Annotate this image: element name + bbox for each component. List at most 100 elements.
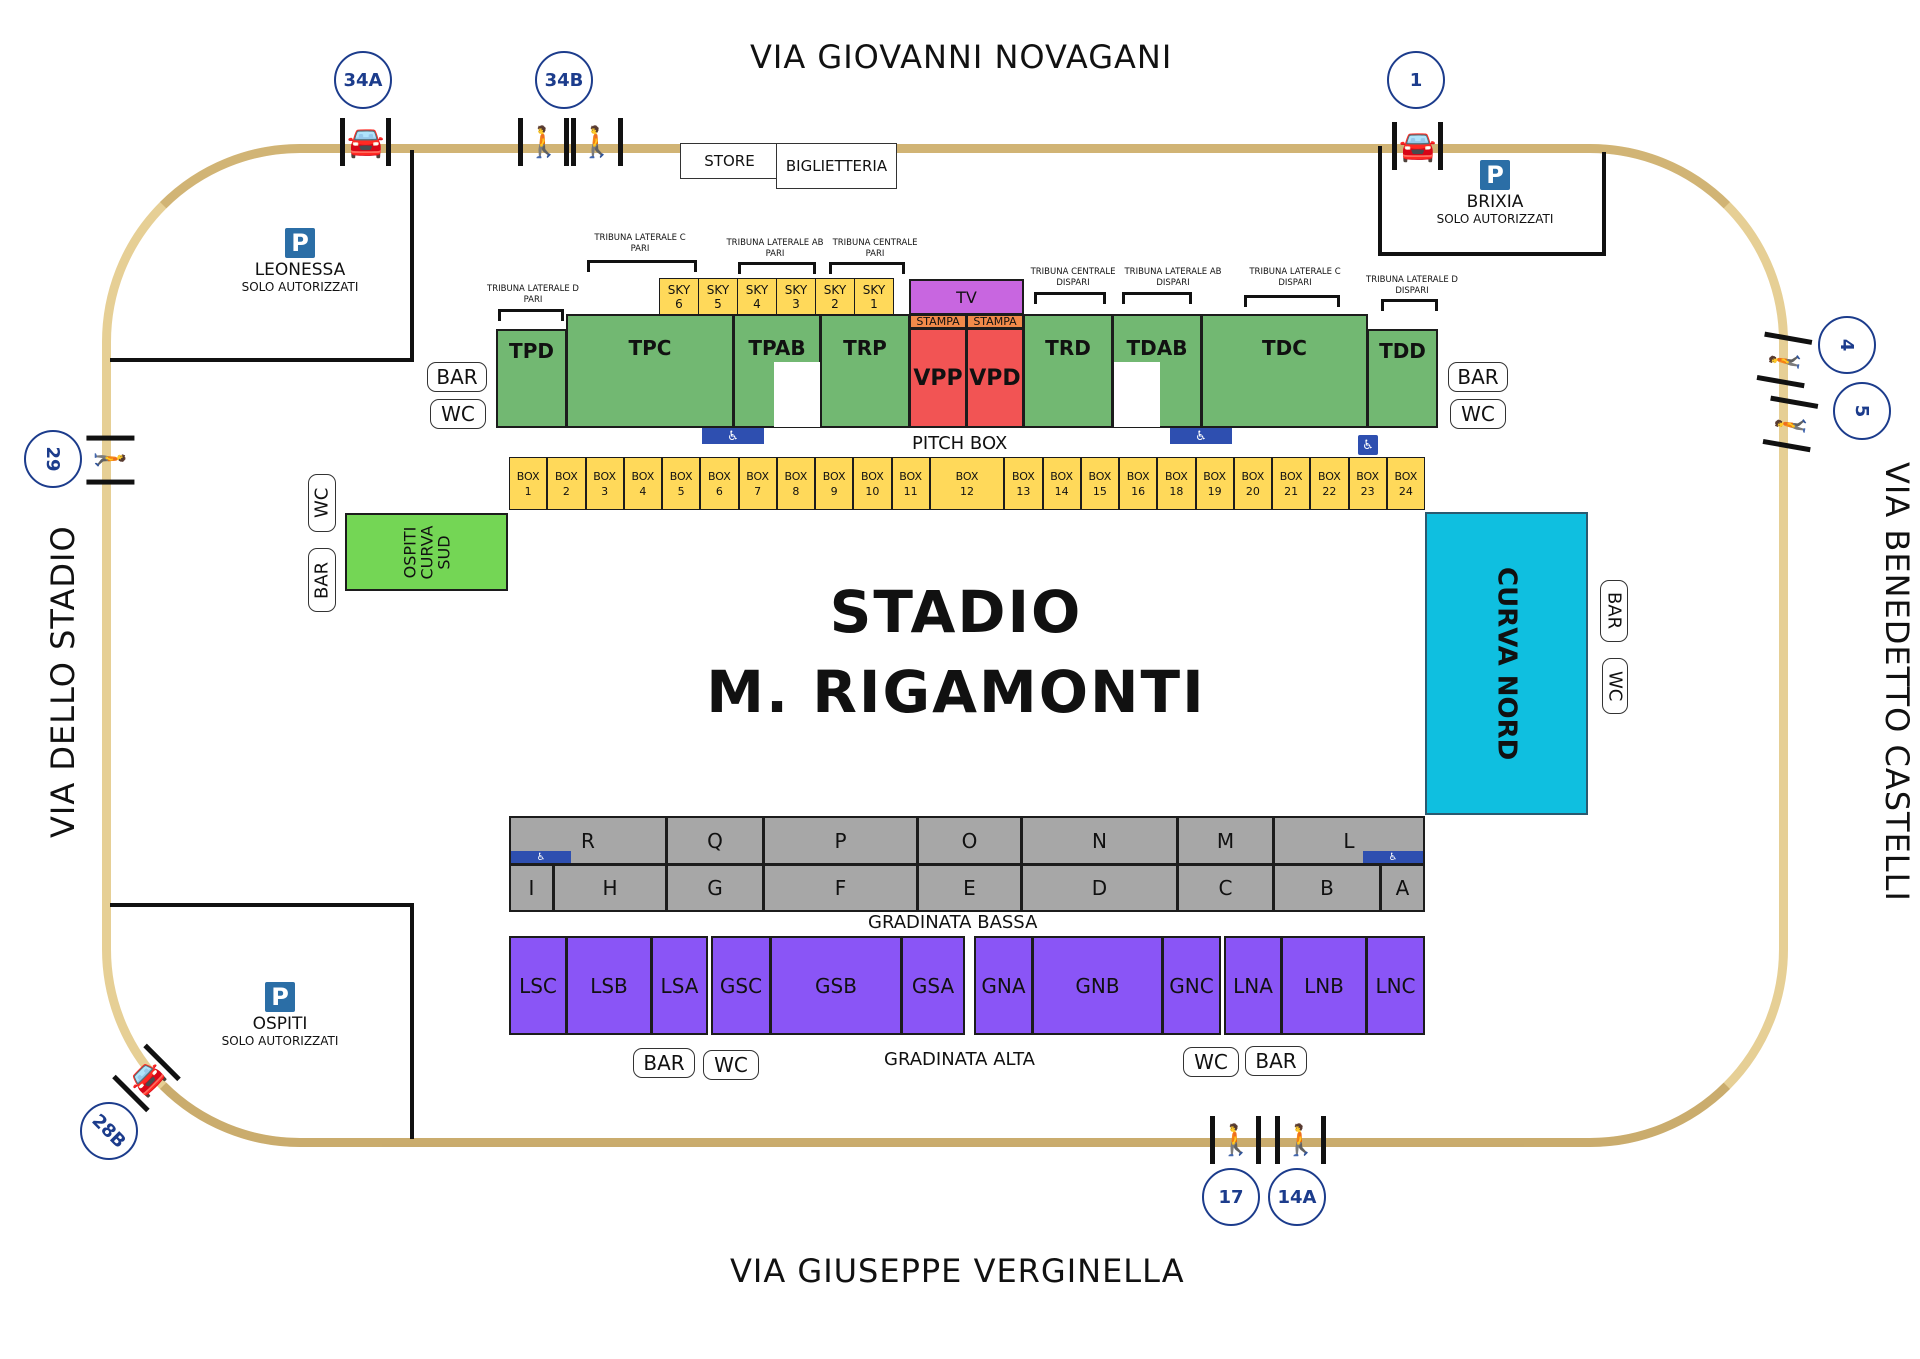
gate-4-badge[interactable]: 4 bbox=[1818, 316, 1876, 374]
sector-m[interactable]: M bbox=[1177, 816, 1274, 865]
wc-east-tribuna[interactable]: WC bbox=[1450, 399, 1506, 429]
sector-e[interactable]: E bbox=[917, 864, 1022, 912]
sector-curva-nord[interactable]: CURVA NORD bbox=[1425, 512, 1588, 815]
sector-b[interactable]: B bbox=[1273, 864, 1381, 912]
gate-34b-badge[interactable]: 34B bbox=[535, 51, 593, 109]
sector-lnb[interactable]: LNB bbox=[1281, 936, 1367, 1035]
sector-q[interactable]: Q bbox=[666, 816, 764, 865]
sector-gsc[interactable]: GSC bbox=[711, 936, 771, 1035]
sector-g[interactable]: G bbox=[666, 864, 764, 912]
bar-west-tribuna[interactable]: BAR bbox=[427, 362, 487, 392]
sector-trp[interactable]: TRP bbox=[820, 314, 910, 428]
sector-lsb[interactable]: LSB bbox=[566, 936, 652, 1035]
sector-tdd[interactable]: TDD bbox=[1367, 329, 1438, 428]
wc-gradinata-north[interactable]: WC bbox=[1183, 1047, 1239, 1077]
sector-d[interactable]: D bbox=[1021, 864, 1178, 912]
sector-tpd[interactable]: TPD bbox=[496, 329, 567, 428]
sector-h[interactable]: H bbox=[553, 864, 667, 912]
sector-gnc[interactable]: GNC bbox=[1162, 936, 1221, 1035]
gate-29-badge[interactable]: 29 bbox=[24, 430, 82, 488]
wc-curva-sud[interactable]: WC bbox=[308, 474, 336, 532]
bar-east-tribuna[interactable]: BAR bbox=[1448, 362, 1508, 392]
gate-17-badge[interactable]: 17 bbox=[1202, 1168, 1260, 1226]
sector-i[interactable]: I bbox=[509, 864, 554, 912]
lot-line-ospiti-h bbox=[110, 903, 414, 907]
parking-leonessa[interactable]: P LEONESSA SOLO AUTORIZZATI bbox=[220, 228, 380, 294]
sector-gnb[interactable]: GNB bbox=[1032, 936, 1163, 1035]
sector-lna[interactable]: LNA bbox=[1224, 936, 1282, 1035]
gate-17-pedestrian-entrance: 🚶 bbox=[1210, 1116, 1262, 1164]
sector-gna[interactable]: GNA bbox=[974, 936, 1033, 1035]
bar-curva-sud[interactable]: BAR bbox=[308, 548, 336, 612]
gate-14a-badge[interactable]: 14A bbox=[1268, 1168, 1326, 1226]
bar-gradinata-south[interactable]: BAR bbox=[633, 1048, 695, 1078]
parking-ospiti[interactable]: P OSPITI SOLO AUTORIZZATI bbox=[200, 982, 360, 1048]
gate-5-badge[interactable]: 5 bbox=[1833, 382, 1891, 440]
sector-gsb[interactable]: GSB bbox=[770, 936, 902, 1035]
sector-c[interactable]: C bbox=[1177, 864, 1274, 912]
sector-r[interactable]: R bbox=[509, 816, 667, 865]
accessible-area-icon: ♿ bbox=[1363, 851, 1423, 863]
wc-west-tribuna[interactable]: WC bbox=[430, 399, 486, 429]
sector-a[interactable]: A bbox=[1380, 864, 1425, 912]
sector-tpc[interactable]: TPC bbox=[566, 314, 734, 428]
sector-f[interactable]: F bbox=[763, 864, 918, 912]
store-building[interactable]: STORE bbox=[680, 143, 779, 179]
sector-p[interactable]: P bbox=[763, 816, 918, 865]
parking-brixia[interactable]: P BRIXIA SOLO AUTORIZZATI bbox=[1415, 160, 1575, 226]
sector-o[interactable]: O bbox=[917, 816, 1022, 865]
gate-34a-car-entrance: 🚘 bbox=[340, 118, 392, 166]
sector-tdc[interactable]: TDC bbox=[1201, 314, 1368, 428]
ticket-office-building[interactable]: BIGLIETTERIA bbox=[776, 143, 897, 189]
sector-lsa[interactable]: LSA bbox=[651, 936, 708, 1035]
sector-vpp[interactable]: VPP bbox=[909, 328, 967, 428]
stampa-right[interactable]: STAMPA bbox=[966, 314, 1024, 329]
sector-gsa[interactable]: GSA bbox=[901, 936, 965, 1035]
sector-lnc[interactable]: LNC bbox=[1366, 936, 1425, 1035]
wc-curva-nord[interactable]: WC bbox=[1602, 658, 1628, 714]
sector-vpd[interactable]: VPD bbox=[966, 328, 1024, 428]
bar-gradinata-north[interactable]: BAR bbox=[1245, 1046, 1307, 1076]
gate-1-badge[interactable]: 1 bbox=[1387, 51, 1445, 109]
stampa-left[interactable]: STAMPA bbox=[909, 314, 967, 329]
gate-34a-badge[interactable]: 34A bbox=[334, 51, 392, 109]
tv-area[interactable]: TV bbox=[909, 279, 1024, 315]
sector-lsc[interactable]: LSC bbox=[509, 936, 567, 1035]
bar-curva-nord[interactable]: BAR bbox=[1600, 580, 1628, 642]
street-west: VIA DELLO STADIO bbox=[44, 525, 82, 838]
sector-n[interactable]: N bbox=[1021, 816, 1178, 865]
sector-trd[interactable]: TRD bbox=[1023, 314, 1113, 428]
wc-gradinata-south[interactable]: WC bbox=[703, 1050, 759, 1080]
